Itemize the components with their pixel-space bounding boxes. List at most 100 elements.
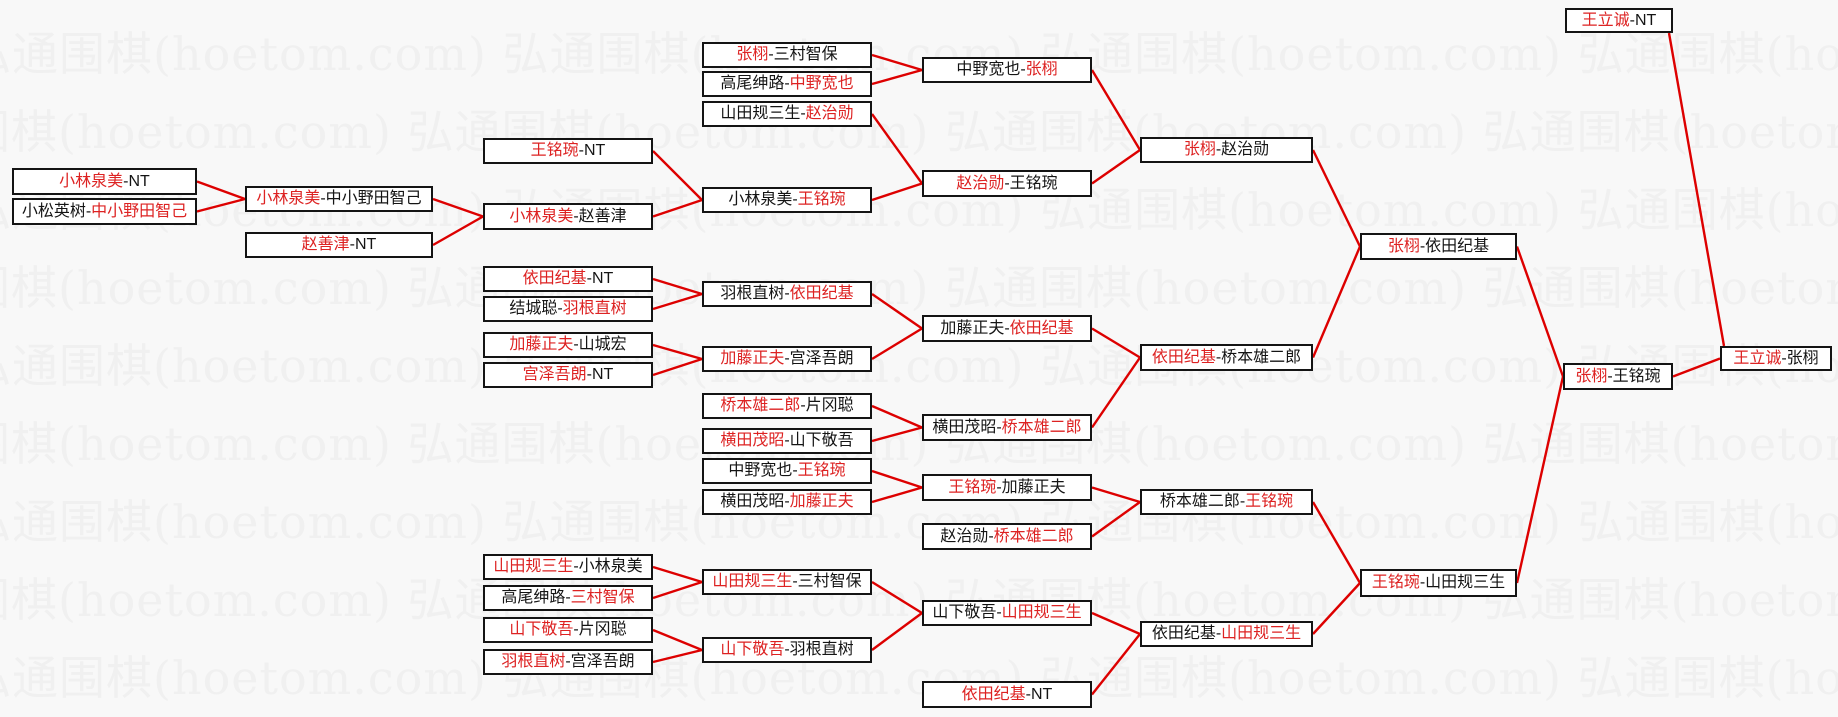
player-right: 三村智保	[570, 589, 635, 606]
player-right: 宫泽吾朗	[789, 350, 854, 367]
separator-dash: -	[565, 653, 571, 670]
player-right: 宫泽吾朗	[570, 653, 635, 670]
match-box-A2: 小松英树-中小野田智己	[12, 198, 197, 225]
match-box-H1: 王立诚-NT	[1565, 8, 1673, 33]
player-right: 山田规三生	[1001, 604, 1082, 621]
watermark-row: 弘通围棋(hoetom.com) 弘通围棋(hoetom.com) 弘通围棋(h…	[0, 573, 1838, 627]
separator-dash: -	[586, 366, 592, 383]
player-winner-or-left: 山下敬吾	[720, 641, 785, 658]
match-box-E2: 赵治勋-王铭琬	[922, 170, 1092, 197]
separator-dash: -	[784, 350, 790, 367]
bracket-line-G2-H2	[1515, 376, 1565, 584]
bracket-line-F2-G1	[1311, 246, 1362, 358]
separator-dash: -	[586, 270, 592, 287]
bracket-line-D3-E2	[871, 113, 923, 185]
player-right: NT	[355, 236, 377, 253]
player-winner-or-left: 依田纪基	[1151, 625, 1216, 642]
separator-dash: -	[1239, 493, 1246, 510]
player-winner-or-left: 山田规三生	[720, 105, 801, 122]
player-right: 三村智保	[797, 573, 862, 590]
separator-dash: -	[800, 105, 806, 122]
bracket-line-C6-D6	[652, 357, 703, 377]
match-box-D1: 张栩-三村智保	[702, 42, 872, 68]
separator-dash: -	[1607, 367, 1613, 385]
bracket-line-D4-E2	[871, 182, 923, 202]
player-winner-or-left: 结城聪	[509, 300, 558, 317]
bracket-line-H2-H3	[1672, 357, 1721, 378]
player-right: 片冈聪	[578, 621, 627, 638]
player-right: NT	[592, 270, 614, 287]
player-right: NT	[1031, 685, 1053, 703]
bracket-line-E8-F4	[1091, 633, 1141, 696]
separator-dash: -	[792, 462, 798, 479]
match-box-F4: 依田纪基-山田规三生	[1140, 621, 1313, 647]
player-right: 羽根直树	[789, 641, 854, 658]
separator-dash: -	[557, 300, 563, 317]
separator-dash: -	[1215, 141, 1222, 158]
match-box-D5: 羽根直树-依田纪基	[702, 281, 872, 307]
bracket-line-A2-B1	[196, 197, 246, 213]
separator-dash: -	[578, 142, 584, 159]
player-right: 张栩	[1786, 349, 1819, 367]
bracket-line-F3-G2	[1311, 501, 1362, 584]
match-box-G1: 张栩-依田纪基	[1360, 233, 1517, 260]
player-right: 王铭琬	[1612, 367, 1661, 385]
match-box-D11: 山田规三生-三村智保	[702, 569, 872, 595]
player-right: 山田规三生	[1221, 625, 1302, 642]
player-winner-or-left: 王立诚	[1733, 349, 1782, 367]
bracket-line-D8-E4	[871, 426, 923, 443]
match-box-E1: 中野宽也-张栩	[922, 57, 1092, 83]
bracket-line-H1-H3	[1667, 32, 1726, 347]
separator-dash: -	[784, 285, 790, 302]
bracket-line-A1-B1	[196, 180, 246, 201]
separator-dash: -	[1215, 348, 1222, 366]
separator-dash: -	[573, 621, 579, 638]
player-winner-or-left: 山下敬吾	[509, 621, 574, 638]
watermark-row: 弘通围棋(hoetom.com) 弘通围棋(hoetom.com) 弘通围棋(h…	[0, 651, 1838, 705]
player-right: NT	[128, 172, 150, 190]
match-box-C10: 羽根直树-宫泽吾朗	[483, 649, 653, 675]
player-winner-or-left: 张栩	[1183, 141, 1216, 158]
separator-dash: -	[800, 397, 806, 414]
player-winner-or-left: 小松英树	[21, 202, 86, 220]
match-box-E5: 王铭琬-加藤正夫	[922, 474, 1092, 501]
player-winner-or-left: 山田规三生	[712, 573, 793, 590]
player-winner-or-left: 王立诚	[1581, 11, 1630, 29]
player-right: 依田纪基	[789, 285, 854, 302]
bracket-line-G1-H2	[1515, 246, 1565, 377]
bracket-line-D5-E3	[871, 293, 923, 330]
bracket-line-C10-D12	[652, 648, 703, 664]
player-winner-or-left: 加藤正夫	[940, 319, 1005, 337]
match-box-C3: 依田纪基-NT	[483, 266, 653, 292]
player-winner-or-left: 山田规三生	[493, 558, 574, 575]
player-winner-or-left: 张栩	[1575, 367, 1608, 385]
player-right: 中小野田智己	[325, 190, 422, 207]
match-box-C7: 山田规三生-小林泉美	[483, 554, 653, 580]
separator-dash: -	[1004, 319, 1010, 337]
match-box-E7: 山下敬吾-山田规三生	[922, 600, 1092, 626]
match-box-D4: 小林泉美-王铭琬	[702, 187, 872, 213]
player-right: 桥本雄二郎	[993, 527, 1074, 545]
bracket-line-E5-F3	[1091, 486, 1141, 504]
player-winner-or-left: 高尾绅路	[720, 75, 785, 92]
match-box-A1: 小林泉美-NT	[12, 168, 197, 195]
bracket-line-E7-F4	[1091, 611, 1141, 636]
player-winner-or-left: 依田纪基	[522, 270, 587, 287]
separator-dash: -	[1025, 685, 1031, 703]
separator-dash: -	[1629, 11, 1635, 29]
separator-dash: -	[784, 432, 790, 449]
player-right: 小林泉美	[578, 558, 643, 575]
match-box-D3: 山田规三生-赵治勋	[702, 101, 872, 127]
bracket-line-F4-G2	[1312, 582, 1361, 635]
bracket-line-E4-F2	[1091, 356, 1141, 429]
player-winner-or-left: 王铭琬	[1371, 574, 1420, 591]
player-right: 山城宏	[578, 336, 627, 353]
player-winner-or-left: 加藤正夫	[720, 350, 785, 367]
bracket-line-E3-F2	[1091, 327, 1141, 359]
match-box-D10: 横田茂昭-加藤正夫	[702, 489, 872, 515]
player-winner-or-left: 小林泉美	[509, 207, 574, 225]
bracket-line-D2-E1	[871, 68, 923, 86]
player-right: 中野宽也	[789, 75, 854, 92]
player-winner-or-left: 赵治勋	[940, 527, 989, 545]
match-box-D8: 横田茂昭-山下敬吾	[702, 428, 872, 454]
